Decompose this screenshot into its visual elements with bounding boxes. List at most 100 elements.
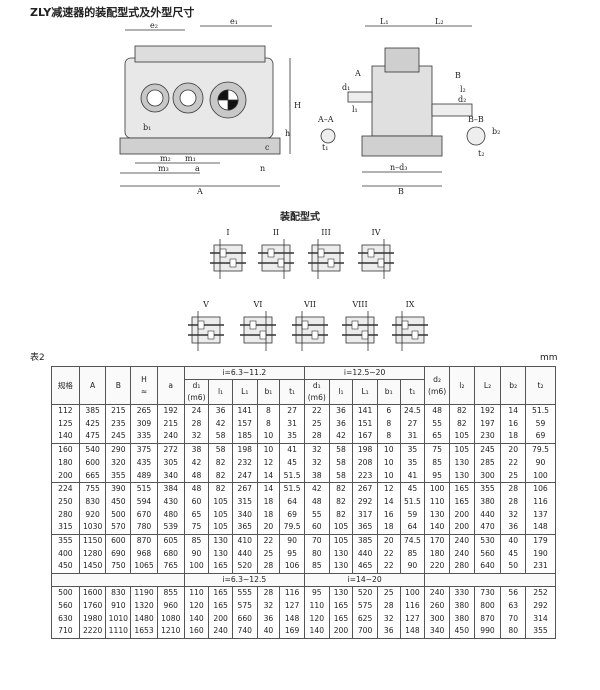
cell-value: 960 [163, 600, 179, 610]
config-label: IX [405, 300, 415, 309]
unit-label: mm [540, 353, 558, 363]
cell-value: 1480 [134, 613, 154, 623]
hdr-t1-b: t₁ [399, 379, 426, 405]
cell-value: 8 [265, 418, 271, 428]
cell-value: 575 [237, 600, 253, 610]
cell-value: 190 [533, 548, 548, 558]
dim-m2: m₂ [160, 154, 171, 163]
cell-value: 32 [311, 445, 322, 455]
hdr-d2: d₂(m6) [424, 366, 450, 405]
cell-value: 910 [111, 600, 126, 610]
cell-value: 309 [136, 418, 152, 428]
cell-value: 28 [383, 600, 394, 610]
cell-value: 125 [58, 418, 73, 428]
dim-n: n [260, 164, 265, 173]
cell-value: 314 [533, 613, 548, 623]
cell-value: 530 [480, 536, 495, 546]
cell-value: 28 [263, 561, 274, 571]
cell-value: 165 [454, 496, 470, 506]
cell-value: 100 [405, 588, 420, 598]
cell-value: 450 [454, 626, 470, 636]
cell-value: 82 [215, 457, 226, 467]
cell-value: 105 [213, 496, 228, 506]
hdr-b2: b₂ [500, 366, 527, 405]
cell-value: 148 [533, 522, 548, 532]
config-label: IV [371, 228, 381, 237]
cell-value: 165 [454, 484, 470, 494]
cell-value: 247 [237, 470, 253, 480]
dim-d1: d₁ [342, 83, 350, 92]
cell-value: 151 [357, 418, 373, 428]
config-label: II [272, 228, 280, 237]
cell-value: 58 [215, 431, 226, 441]
cell-value: 85 [432, 457, 442, 467]
cell-value: 25 [383, 588, 394, 598]
hdr-d1-a-text: d₁ [192, 381, 201, 390]
cell-value: 20 [263, 522, 274, 532]
cell-value: 765 [163, 561, 179, 571]
hdr-l1-a: l₁ [208, 379, 233, 405]
config-shaft-diagram-icon [308, 239, 344, 279]
cell-value: 10 [383, 470, 394, 480]
cell-value: 830 [111, 588, 126, 598]
cell-value: 16 [383, 509, 394, 519]
cell-value: 8 [386, 418, 392, 428]
cell-value: 105 [333, 536, 349, 546]
hdr-H: H≈ [130, 366, 158, 405]
cell-value: 64 [407, 522, 418, 532]
cell-value: 1210 [161, 626, 181, 636]
cell-value: 45 [508, 548, 519, 558]
cell-value: 870 [136, 536, 152, 546]
cell-value: 18 [508, 431, 519, 441]
cell-value: 740 [237, 626, 253, 636]
cell-value: 300 [429, 613, 445, 623]
cell-value: 130 [454, 470, 470, 480]
cell-value: 28 [311, 431, 322, 441]
cell-value: 85 [191, 536, 202, 546]
cell-value: 105 [213, 522, 228, 532]
cell-value: 90 [287, 536, 297, 546]
cell-value: 28 [508, 496, 519, 506]
cell-value: 130 [429, 509, 445, 519]
reducer-dimension-drawing: e₂ e₁ L₁ L₂ H h A B A–A B–B b₁ c m₂ m₁ m… [119, 18, 500, 196]
cell-value: 730 [480, 588, 495, 598]
cell-value: 198 [237, 445, 253, 455]
cell-value: 1600 [82, 588, 103, 598]
cell-value: 45 [287, 457, 297, 467]
cell-value: 285 [480, 457, 495, 467]
cell-value: 110 [189, 588, 204, 598]
cell-value: 157 [237, 418, 253, 428]
cell-value: 25 [263, 548, 274, 558]
cell-value: 292 [533, 600, 548, 610]
cell-value: 1980 [82, 613, 103, 623]
cell-value: 870 [480, 613, 495, 623]
cell-value: 215 [111, 406, 126, 415]
cell-value: 40 [263, 626, 274, 636]
cell-value: 90 [407, 561, 418, 571]
config-7: VII [290, 300, 330, 352]
cell-value: 305 [163, 457, 179, 467]
cell-value: 385 [357, 536, 373, 546]
cell-value: 112 [58, 406, 73, 415]
cell-value: 59 [407, 509, 418, 519]
cell-value: 265 [136, 406, 152, 415]
hdr-t1-a: t₁ [279, 379, 305, 405]
cell-value: 16 [508, 418, 519, 428]
dim-L1: L₁ [380, 18, 389, 26]
cell-value: 22 [263, 536, 274, 546]
cell-value: 475 [85, 431, 100, 441]
cell-value: 127 [284, 600, 300, 610]
cell-value: 137 [533, 509, 548, 519]
